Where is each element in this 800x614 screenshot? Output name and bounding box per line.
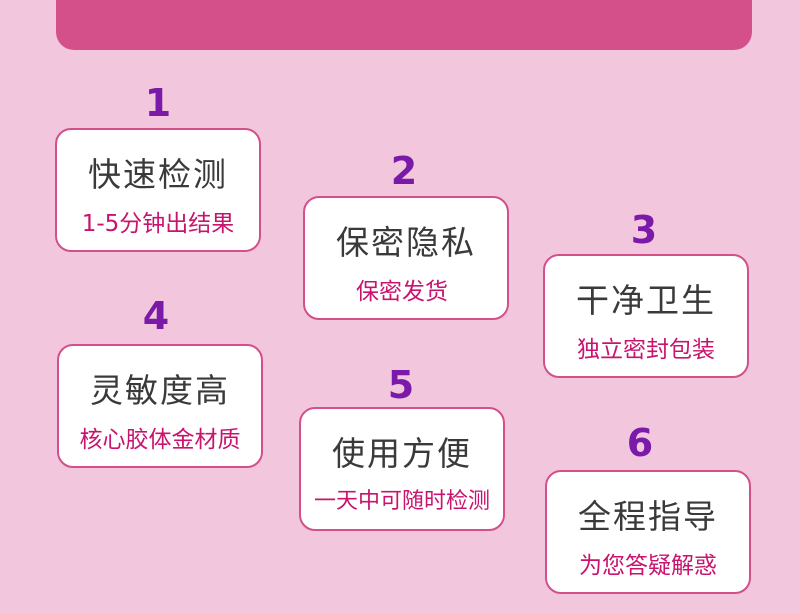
feature-number-1: 1 <box>144 81 172 125</box>
feature-subtitle: 一天中可随时检测 <box>313 489 490 514</box>
feature-number-5: 5 <box>387 363 415 407</box>
feature-number-3: 3 <box>630 208 658 252</box>
feature-number-4: 4 <box>142 294 170 338</box>
feature-subtitle: 保密发货 <box>356 279 448 305</box>
feature-title: 使用方便 <box>332 434 472 473</box>
feature-subtitle: 1-5分钟出结果 <box>81 211 235 237</box>
feature-title: 快速检测 <box>88 155 228 194</box>
feature-title: 灵敏度高 <box>90 371 230 410</box>
feature-subtitle: 独立密封包装 <box>577 337 715 363</box>
feature-card-privacy: 保密隐私 保密发货 <box>303 196 509 320</box>
feature-card-sensitivity: 灵敏度高 核心胶体金材质 <box>57 344 263 468</box>
feature-title: 干净卫生 <box>576 281 716 320</box>
feature-subtitle: 为您答疑解惑 <box>579 553 717 579</box>
feature-number-2: 2 <box>390 149 418 193</box>
feature-subtitle: 核心胶体金材质 <box>79 427 241 453</box>
feature-card-quick-test: 快速检测 1-5分钟出结果 <box>55 128 261 252</box>
feature-card-hygiene: 干净卫生 独立密封包装 <box>543 254 749 378</box>
top-banner <box>56 0 752 50</box>
feature-card-guidance: 全程指导 为您答疑解惑 <box>545 470 751 594</box>
feature-title: 全程指导 <box>578 497 718 536</box>
feature-number-6: 6 <box>626 421 654 465</box>
feature-card-convenience: 使用方便 一天中可随时检测 <box>299 407 505 531</box>
feature-title: 保密隐私 <box>336 223 476 262</box>
